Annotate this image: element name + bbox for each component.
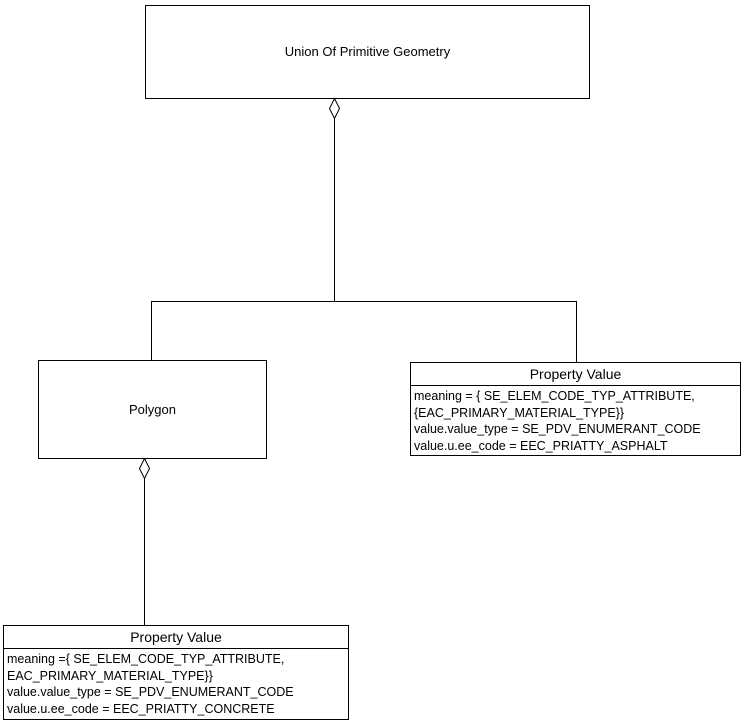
- edge-union-to-property-value-asphalt: [576, 301, 577, 363]
- aggregation-diamond-union-icon: [328, 97, 341, 120]
- attribute-line: EAC_PRIMARY_MATERIAL_TYPE}}: [7, 668, 213, 683]
- attribute-line: value.u.ee_code = EEC_PRIATTY_ASPHALT: [414, 438, 668, 453]
- attribute-line: value.value_type = SE_PDV_ENUMERANT_CODE: [7, 685, 294, 699]
- class-name-property-value-asphalt: Property Value: [411, 363, 740, 386]
- class-box-union-of-primitive-geometry[interactable]: Union Of Primitive Geometry: [145, 5, 590, 99]
- class-name-property-value-concrete: Property Value: [4, 626, 348, 649]
- aggregation-diamond-polygon-icon: [138, 457, 151, 480]
- attribute-compartment-concrete: meaning ={ SE_ELEM_CODE_TYP_ATTRIBUTE, E…: [4, 649, 348, 718]
- edge-union-to-polygon: [151, 301, 152, 361]
- edge-union-split-bar: [151, 301, 577, 302]
- edge-union-trunk: [334, 118, 335, 302]
- edge-polygon-to-property-value-concrete: [144, 478, 145, 626]
- class-box-polygon[interactable]: Polygon: [38, 360, 267, 459]
- class-name-polygon: Polygon: [129, 401, 176, 417]
- attribute-line: meaning ={ SE_ELEM_CODE_TYP_ATTRIBUTE,: [7, 652, 285, 666]
- attribute-line: value.value_type = SE_PDV_ENUMERANT_CODE: [414, 422, 701, 436]
- attribute-line: meaning = { SE_ELEM_CODE_TYP_ATTRIBUTE,: [414, 389, 695, 403]
- attribute-line: {EAC_PRIMARY_MATERIAL_TYPE}}: [414, 405, 625, 420]
- class-box-property-value-concrete[interactable]: Property Value meaning ={ SE_ELEM_CODE_T…: [3, 625, 349, 720]
- attribute-line: value.u.ee_code = EEC_PRIATTY_CONCRETE: [7, 701, 275, 716]
- class-name-union-of-primitive-geometry: Union Of Primitive Geometry: [284, 44, 451, 59]
- class-box-property-value-asphalt[interactable]: Property Value meaning = { SE_ELEM_CODE_…: [410, 362, 741, 456]
- attribute-compartment-asphalt: meaning = { SE_ELEM_CODE_TYP_ATTRIBUTE, …: [411, 386, 740, 455]
